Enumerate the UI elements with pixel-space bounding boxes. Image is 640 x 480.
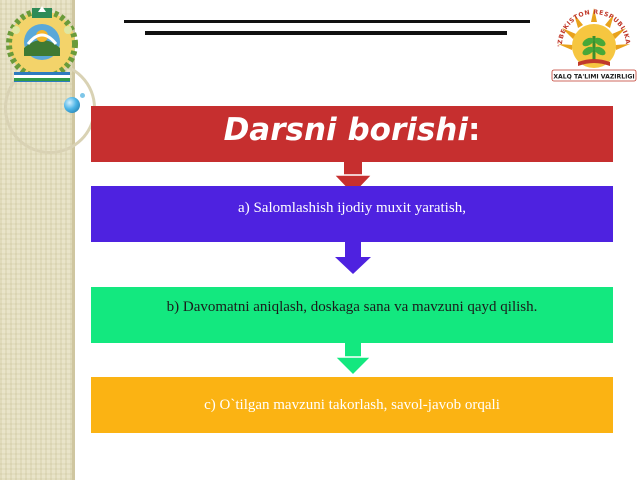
logo-ribbon-text: XALQ TA'LIMI VAZIRLIGI (553, 74, 634, 81)
step-c-text: c) O`tilgan mavzuni takorlash, savol-jav… (204, 396, 500, 413)
top-rule-upper (124, 20, 530, 23)
down-arrow-icon (333, 242, 373, 276)
step-box-b: b) Davomatni aniqlash, doskaga sana va m… (91, 287, 613, 343)
decorative-small-orb (80, 93, 85, 98)
top-rule-lower (145, 31, 507, 35)
title-box: Darsni borishi: (91, 106, 613, 162)
uzbekistan-coat-of-arms-icon (2, 2, 82, 90)
down-arrow-icon (333, 343, 373, 377)
ministry-of-education-logo-icon: O'ZBEKISTON RESPUBLIKASI XALQ TA'LIMI VA… (545, 0, 640, 86)
slide-title-colon: : (468, 112, 481, 148)
down-arrow-icon (333, 162, 373, 196)
step-b-text: b) Davomatni aniqlash, doskaga sana va m… (166, 299, 538, 315)
step-box-c: c) O`tilgan mavzuni takorlash, savol-jav… (91, 377, 613, 433)
slide-title-main: Darsni borishi (223, 112, 469, 148)
slide-title: Darsni borishi: (224, 112, 481, 148)
step-a-text: a) Salomlashish ijodiy muxit yaratish, (238, 200, 466, 216)
left-strip-edge (72, 0, 75, 480)
step-box-a: a) Salomlashish ijodiy muxit yaratish, (91, 186, 613, 242)
decorative-orb (64, 97, 80, 113)
